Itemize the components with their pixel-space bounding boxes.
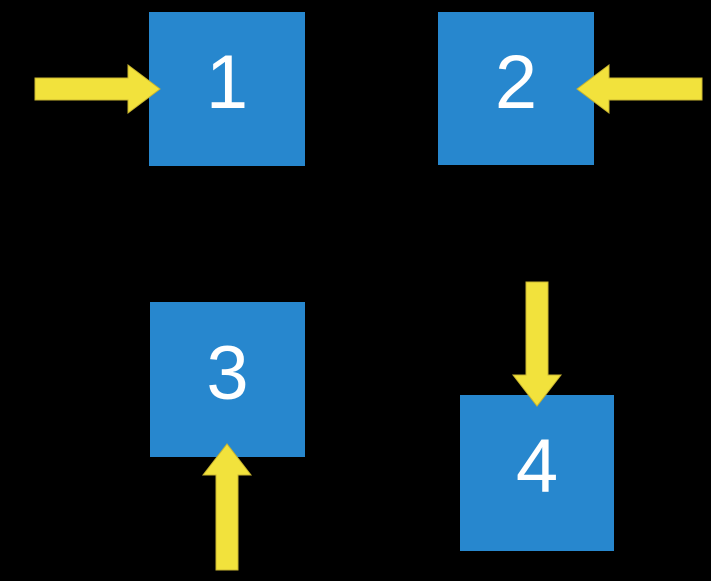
square-1: 1	[149, 12, 305, 166]
square-4: 4	[460, 395, 614, 551]
right-arrow-icon	[34, 64, 161, 114]
left-arrow-icon	[576, 64, 703, 114]
square-4-label: 4	[515, 424, 559, 509]
square-2-label: 2	[494, 39, 538, 125]
square-2: 2	[438, 12, 594, 165]
up-arrow-icon	[201, 443, 253, 571]
down-arrow-icon	[511, 281, 563, 407]
square-1-label: 1	[205, 40, 249, 125]
square-3-label: 3	[206, 330, 249, 416]
square-3: 3	[150, 302, 305, 457]
